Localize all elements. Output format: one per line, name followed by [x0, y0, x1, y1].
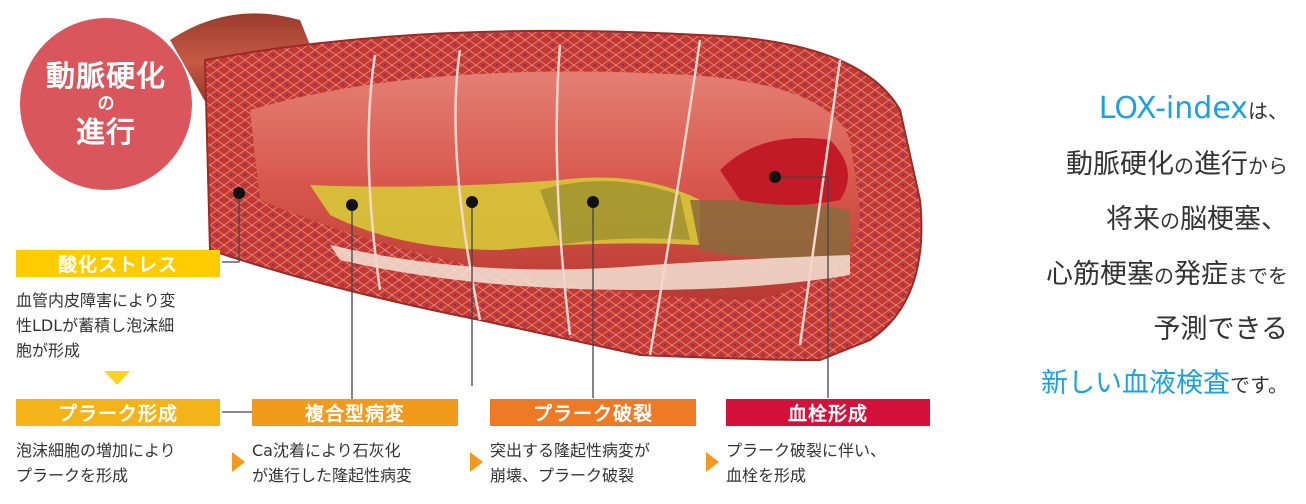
- calcified-area: [540, 181, 690, 245]
- right-arrow-2: [470, 452, 483, 472]
- message-line-3: 将来の脳梗塞、: [1106, 204, 1288, 235]
- stage-desc-thrombus: プラーク破裂に伴い、 血栓を形成: [726, 441, 887, 485]
- message-line-1: LOX-indexは、: [1098, 91, 1288, 126]
- stage-desc-oxidative-stress: 血管内皮障害により変 性LDLが蓄積し泡沫細 胞が形成: [16, 291, 176, 360]
- progression-badge: 動脈硬化 の 進行: [20, 18, 192, 190]
- stage-label-oxidative-stress: 酸化ストレス: [16, 250, 220, 277]
- intima-layer: [330, 245, 850, 290]
- blood-test-highlight: 新しい血液検査: [1041, 368, 1230, 399]
- message-line-2: 動脈硬化の進行から: [1066, 149, 1288, 180]
- badge-line-1: 動脈硬化: [45, 59, 166, 93]
- right-arrow-3: [706, 452, 719, 472]
- stage-label-complex-lesion: 複合型病変: [252, 399, 458, 426]
- deposit-band: [690, 200, 850, 259]
- stage-label-thrombus: 血栓形成: [726, 399, 930, 426]
- thrombus: [720, 138, 848, 205]
- stage-label-plaque-formation: プラーク形成: [16, 399, 220, 426]
- message-line-5: 予測できる: [1153, 314, 1288, 345]
- badge-line-2: の: [97, 94, 115, 114]
- right-arrow-1: [232, 452, 245, 472]
- down-arrow: [104, 371, 130, 385]
- stage-label-plaque-rupture: プラーク破裂: [490, 399, 696, 426]
- lox-index-message: LOX-indexは、 動脈硬化の進行から 将来の脳梗塞、 心筋梗塞の発症までを…: [948, 82, 1288, 412]
- message-line-4: 心筋梗塞の発症までを: [1046, 259, 1288, 290]
- brand-name: LOX-index: [1098, 91, 1248, 126]
- stage-desc-complex-lesion: Ca沈着により石灰化 が進行した隆起性病変: [252, 441, 413, 485]
- message-line-6: 新しい血液検査です。: [1041, 368, 1288, 399]
- stage-desc-plaque-formation: 泡沫細胞の増加により プラークを形成: [16, 441, 176, 485]
- stage-desc-plaque-rupture: 突出する隆起性病変が 崩壊、プラーク破裂: [490, 441, 651, 485]
- badge-line-3: 進行: [75, 115, 136, 149]
